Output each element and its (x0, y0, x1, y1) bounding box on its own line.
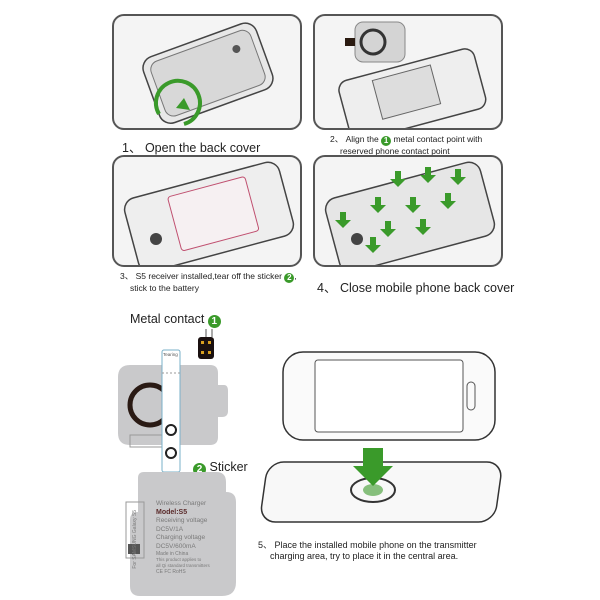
close-cover-drawing (324, 161, 496, 265)
card-specs: Wireless Charger Model:S5 Receiving volt… (156, 500, 210, 577)
step2-caption: 2、 Align the 1 metal contact point with … (330, 134, 482, 156)
card-title: Wireless Charger (156, 500, 207, 507)
step-text: metal contact point with (393, 134, 483, 144)
step1-illustration (112, 14, 302, 130)
step-number: 3、 (120, 271, 134, 281)
label-text: Metal contact (130, 312, 205, 326)
step-text: Close mobile phone back cover (339, 281, 515, 295)
step3-illustration (112, 155, 302, 267)
step-number: 2、 (330, 134, 344, 144)
step-number: 1、 (122, 141, 142, 155)
receiver-coil-drawing (118, 329, 228, 475)
label-text: Sticker (209, 460, 248, 474)
badge-2-icon: 2 (284, 273, 295, 283)
card-applies: all Qi standard transmitters (156, 562, 210, 568)
card-model: Model:S5 (156, 508, 188, 516)
card-receiving-value: DC5V/1A (156, 525, 184, 533)
receiver-installed-drawing (123, 161, 295, 265)
step-number: 4、 (317, 281, 337, 295)
step-text: stick to the battery (130, 283, 199, 293)
card-receiving-label: Receiving voltage (156, 517, 208, 524)
card-charging-value: DC5V/600mA (156, 542, 196, 550)
step4-caption: 4、 Close mobile phone back cover (317, 277, 514, 296)
card-charging-label: Charging voltage (156, 534, 206, 541)
card-made-in: Made in China (156, 551, 189, 557)
step-text: charging area, try to place it in the ce… (270, 551, 459, 561)
step-text: Align the (345, 134, 379, 144)
step-text: Open the back cover (144, 141, 261, 155)
badge-1-icon: 1 (381, 136, 392, 146)
step-text: Place the installed mobile phone on the … (274, 540, 477, 550)
step5-illustration (260, 351, 502, 523)
step-text: reserved phone contact point (340, 146, 450, 156)
step4-illustration (313, 155, 503, 267)
receiver-back-card (125, 472, 236, 596)
tearing-label: Tearing (163, 352, 178, 357)
step-text: , (294, 271, 297, 281)
card-certs: CE FC RoHS (156, 569, 186, 575)
step2-illustration (313, 14, 503, 130)
metal-contact-label: Metal contact 1 (130, 312, 221, 328)
step-number: 5、 (258, 540, 273, 550)
card-applies: This product applies to (156, 557, 202, 562)
badge-1-icon: 1 (207, 315, 221, 328)
phone-open-cover-drawing (142, 22, 274, 126)
step3-caption: 3、 S5 receiver installed,tear off the st… (120, 271, 297, 293)
step5-caption: 5、 Place the installed mobile phone on t… (258, 540, 477, 562)
align-receiver-drawing (338, 21, 487, 128)
step-text: S5 receiver installed,tear off the stick… (135, 271, 282, 281)
step1-caption: 1、 Open the back cover (122, 137, 260, 156)
card-side-text: For SAMSUNG Galaxy S5 (132, 510, 138, 569)
